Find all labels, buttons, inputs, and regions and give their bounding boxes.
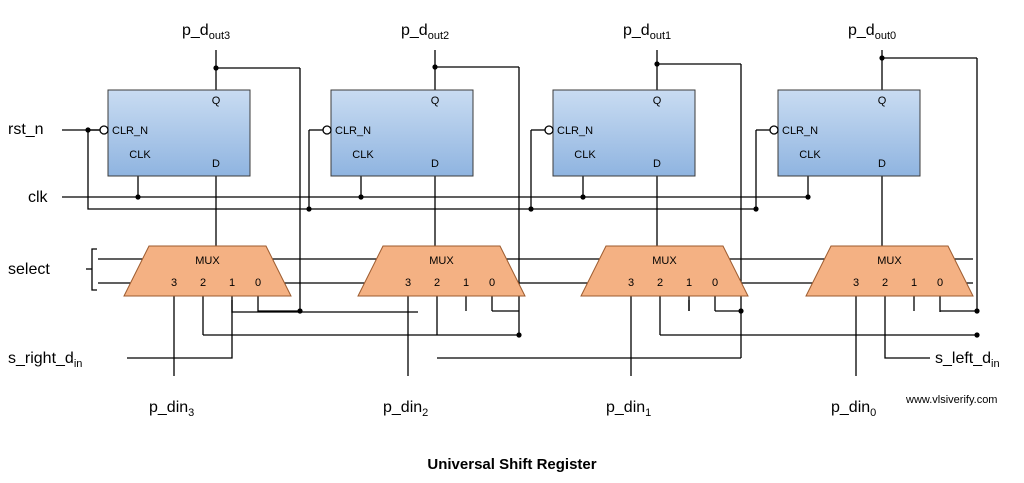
mux-label: MUX	[652, 255, 677, 267]
clr-pin-label: CLR_N	[335, 125, 371, 137]
q-pin-label: Q	[431, 95, 440, 107]
parallel-input-label: p_din2	[383, 399, 428, 419]
q-pin-label: Q	[878, 95, 887, 107]
parallel-output-label: p_dout2	[401, 22, 449, 42]
mux-input-3-label: 3	[628, 277, 634, 289]
parallel-output-label: p_dout0	[848, 22, 896, 42]
mux-input-0-label: 0	[712, 277, 718, 289]
junction-dot	[213, 65, 219, 71]
parallel-output-label: p_dout3	[182, 22, 230, 42]
junction-dot	[85, 127, 91, 133]
mux-3	[123, 245, 292, 297]
junction-dot	[528, 206, 534, 212]
junction-dot	[974, 308, 980, 314]
junction-dot	[738, 308, 744, 314]
s-right-wire	[127, 311, 233, 359]
parallel-input-label: p_din0	[831, 399, 876, 419]
select-brace	[91, 248, 97, 291]
junction-dot	[516, 332, 522, 338]
junction-dot	[306, 206, 312, 212]
s-right-label: s_right_din	[8, 350, 82, 370]
junction-dot	[297, 308, 303, 314]
mux-input-2-label: 2	[434, 277, 440, 289]
clr-pin-label: CLR_N	[112, 125, 148, 137]
clr-pin-label: CLR_N	[557, 125, 593, 137]
link-wire	[231, 300, 418, 313]
junction-dot	[580, 194, 586, 200]
mux-input-1-label: 1	[229, 277, 235, 289]
watermark: www.vlsiverify.com	[905, 394, 997, 406]
select-label: select	[8, 261, 50, 278]
junction-dot	[805, 194, 811, 200]
junction-dot	[654, 61, 660, 67]
mux-0	[805, 245, 974, 297]
rst-label: rst_n	[8, 121, 44, 138]
mux-input-3-label: 3	[171, 277, 177, 289]
clr-inversion-bubble	[544, 125, 554, 135]
mux-label: MUX	[877, 255, 902, 267]
s-left-label: s_left_din	[935, 350, 1000, 370]
parallel-input-label: p_din1	[606, 399, 651, 419]
mux-input-0-label: 0	[937, 277, 943, 289]
flip-flop-0	[777, 89, 921, 177]
mux-input-0-label: 0	[255, 277, 261, 289]
clr-pin-label: CLR_N	[782, 125, 818, 137]
mux-input-2-label: 2	[882, 277, 888, 289]
junction-dots	[85, 55, 980, 338]
clk-label: clk	[28, 189, 49, 206]
junction-dot	[974, 332, 980, 338]
mux-2	[357, 245, 526, 297]
clk-pin-label: CLK	[799, 149, 821, 161]
mux-input-1-label: 1	[463, 277, 469, 289]
mux-input-1-label: 1	[911, 277, 917, 289]
junction-dot	[358, 194, 364, 200]
mux-input-3-label: 3	[405, 277, 411, 289]
clk-pin-label: CLK	[574, 149, 596, 161]
mux-1	[580, 245, 749, 297]
mux-label: MUX	[195, 255, 220, 267]
clk-pin-label: CLK	[352, 149, 374, 161]
mux-label: MUX	[429, 255, 454, 267]
junction-dot	[432, 64, 438, 70]
clr-inversion-bubble	[322, 125, 332, 135]
junction-dot	[135, 194, 141, 200]
junction-dot	[753, 206, 759, 212]
q-pin-label: Q	[212, 95, 221, 107]
clk-pin-label: CLK	[129, 149, 151, 161]
labels: Q D CLR_N CLK MUX 3 2 1 0 p_dout3 p_din3 Q D CLR_N CLK…	[8, 22, 1000, 473]
mux-input-1-label: 1	[686, 277, 692, 289]
flip-flop-1	[552, 89, 696, 177]
q-pin-label: Q	[653, 95, 662, 107]
d-pin-label: D	[431, 158, 439, 170]
d-pin-label: D	[653, 158, 661, 170]
mux-input-0-label: 0	[489, 277, 495, 289]
flip-flop-2	[330, 89, 474, 177]
mux-input-2-label: 2	[657, 277, 663, 289]
mux-input-3-label: 3	[853, 277, 859, 289]
blocks	[99, 89, 974, 297]
parallel-output-label: p_dout1	[623, 22, 671, 42]
diagram-title: Universal Shift Register	[427, 456, 596, 473]
junction-dot	[879, 55, 885, 61]
d-pin-label: D	[212, 158, 220, 170]
parallel-input-label: p_din3	[149, 399, 194, 419]
clr-inversion-bubble	[99, 125, 109, 135]
clr-inversion-bubble	[769, 125, 779, 135]
flip-flop-3	[107, 89, 251, 177]
d-pin-label: D	[878, 158, 886, 170]
s-left-wire	[884, 335, 930, 359]
mux-input-2-label: 2	[200, 277, 206, 289]
